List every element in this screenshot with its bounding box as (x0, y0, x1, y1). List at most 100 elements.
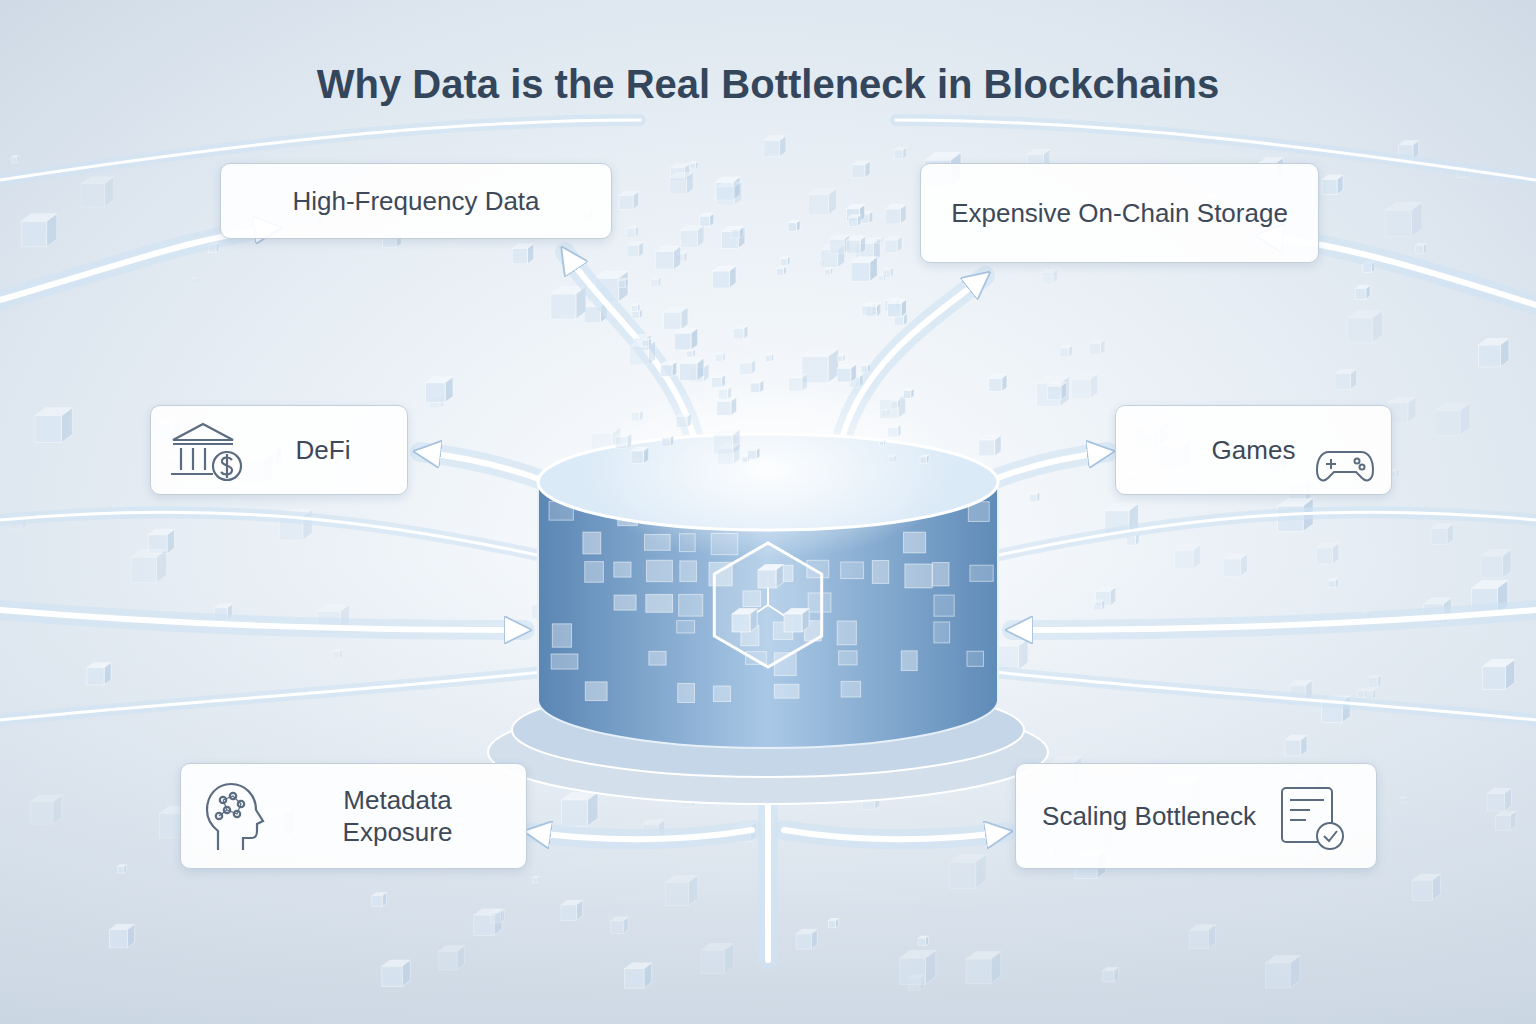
cube-side (340, 650, 343, 659)
cube-side (1240, 554, 1247, 577)
cube-side (127, 924, 134, 947)
flow-glow (0, 610, 525, 630)
cube-front (31, 802, 53, 824)
data-cube (899, 950, 935, 984)
cube-side (911, 388, 914, 398)
data-cube (670, 172, 693, 194)
data-cube (1478, 338, 1509, 366)
box-label: Scaling Bottleneck (1042, 800, 1256, 833)
cube-front (610, 921, 623, 934)
cube-side (124, 865, 127, 873)
cube-front (660, 365, 672, 377)
cube-side (797, 220, 800, 231)
cube-side (658, 277, 661, 287)
cube-front (533, 878, 538, 883)
cube-side (1372, 311, 1382, 343)
cube-side (1408, 397, 1416, 423)
document-lines (1290, 800, 1324, 820)
data-cube (11, 156, 19, 163)
cube-front (109, 930, 127, 948)
cube-side (869, 211, 873, 223)
data-cube (861, 364, 870, 373)
flow-arrow (784, 830, 1006, 839)
cube-front (1285, 740, 1301, 756)
cylinder-tile (583, 532, 601, 554)
cube-side (843, 354, 845, 361)
topic-box: Expensive On-Chain Storage (920, 163, 1319, 263)
cube-side (1506, 660, 1515, 690)
data-cube (687, 349, 696, 357)
bank-base (171, 473, 213, 475)
data-cube (780, 257, 790, 266)
flow-streak (0, 512, 560, 560)
data-cube (618, 278, 628, 287)
cube-front (490, 913, 500, 923)
document-icon (1280, 784, 1350, 854)
data-cube (1071, 374, 1098, 399)
box-label: Games (1212, 434, 1296, 467)
cube-side (1193, 545, 1200, 569)
flow-glow (0, 670, 560, 720)
cube-side (693, 349, 695, 357)
cylinder-tile (903, 532, 925, 553)
cylinder-tile (901, 651, 917, 671)
cube-side (1447, 524, 1453, 545)
cube-side (1335, 579, 1338, 588)
box-label: DeFi (296, 434, 351, 467)
cube-front (687, 351, 693, 357)
data-cube (31, 795, 62, 824)
cylinder-tile (905, 564, 932, 588)
cube-side (691, 328, 698, 350)
cube-front (1431, 528, 1447, 544)
data-cube (690, 162, 698, 169)
data-cube (382, 960, 410, 986)
coin (213, 452, 241, 480)
cube-front (894, 316, 903, 325)
cube-side (828, 189, 836, 215)
data-cube (1431, 524, 1453, 545)
cylinder-tile (970, 565, 993, 581)
data-cube (866, 303, 881, 317)
cylinder-tile (614, 595, 636, 610)
flow-arrow (0, 610, 525, 630)
data-cube (664, 307, 688, 330)
cube-front (883, 270, 890, 277)
cube-side (870, 257, 878, 281)
cube-side (644, 447, 649, 463)
cube-front (1316, 548, 1332, 564)
cube-side (802, 609, 809, 632)
data-cube (439, 946, 465, 970)
gamepad-body (1317, 452, 1373, 480)
data-cube (852, 161, 870, 178)
cube-side (1505, 788, 1512, 811)
cube-side (731, 397, 737, 415)
cube-front (655, 252, 673, 270)
data-cube (21, 214, 57, 247)
data-cube (758, 565, 783, 588)
cube-side (784, 266, 787, 275)
cube-side (901, 299, 906, 317)
cube-front (631, 306, 637, 312)
cube-side (639, 242, 644, 257)
cube-side (681, 307, 688, 330)
cube-front (1190, 930, 1208, 948)
data-cube (920, 455, 929, 463)
bank-roof (173, 424, 233, 440)
cylinder-tile (552, 624, 571, 647)
cube-front (966, 959, 991, 984)
cube-front (837, 356, 843, 362)
cube-side (779, 136, 785, 157)
cube-front (1416, 246, 1424, 254)
cube-side (811, 929, 817, 949)
data-cube (784, 609, 809, 632)
cube-side (625, 278, 628, 287)
cube-front (712, 271, 729, 288)
flow-glow (0, 512, 560, 560)
data-cube (610, 917, 628, 934)
cube-side (710, 213, 714, 226)
data-cube (716, 181, 741, 205)
cube-front (732, 614, 750, 632)
data-cube (474, 909, 502, 935)
data-cube (825, 268, 833, 275)
